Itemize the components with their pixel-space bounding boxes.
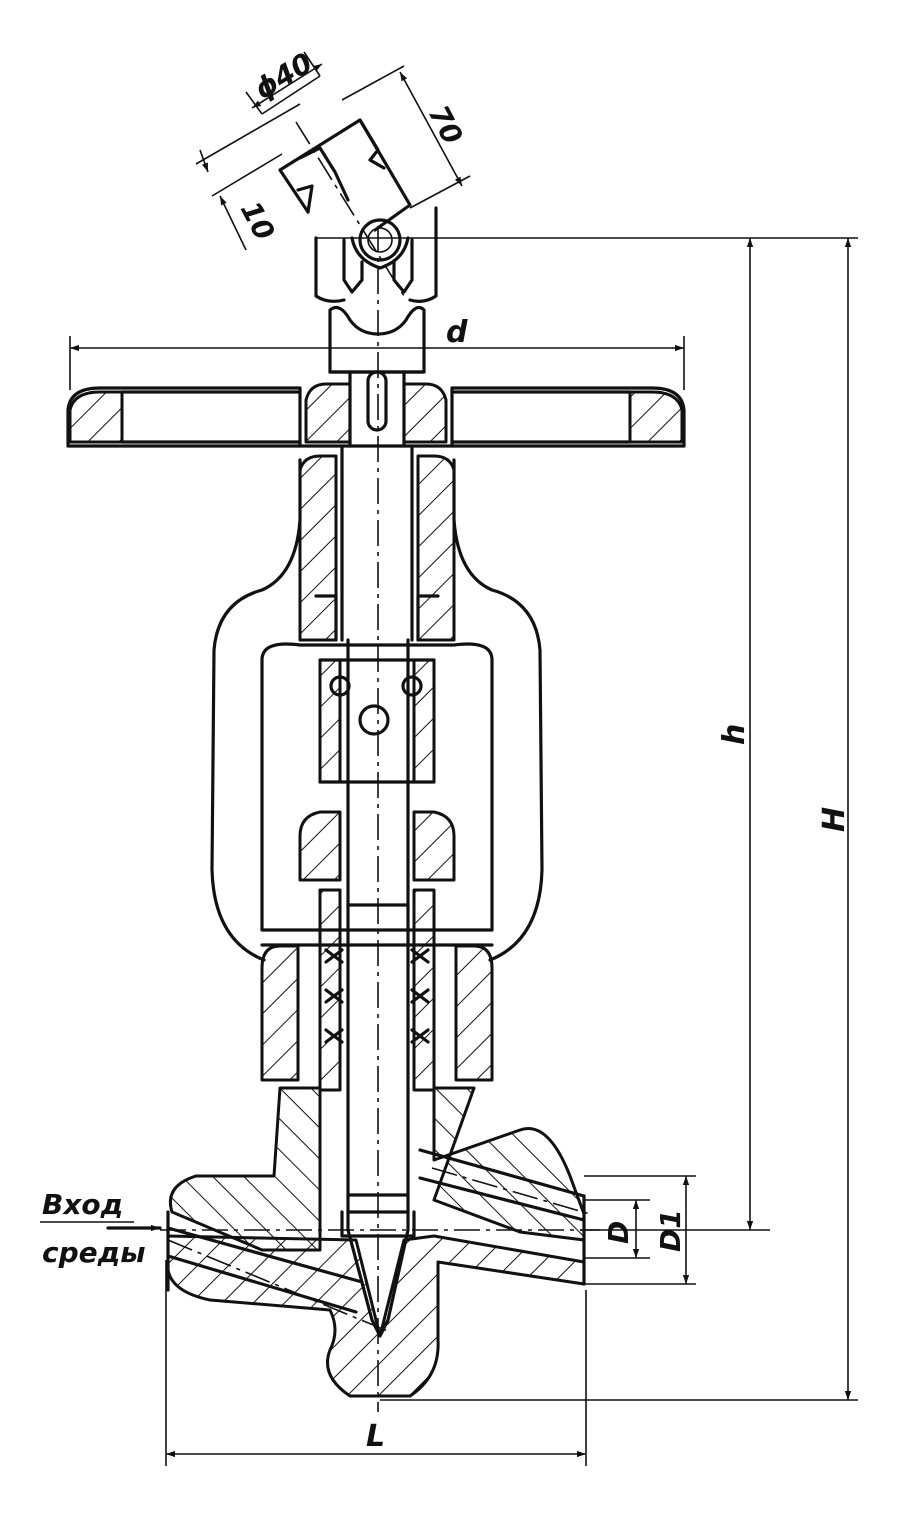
dim-d-label: d xyxy=(446,315,468,350)
dim-H-label: H xyxy=(817,807,852,832)
dim-L-label: L xyxy=(366,1419,385,1454)
handwheel xyxy=(66,382,686,448)
dim-phi40-label: ϕ40 xyxy=(249,46,319,106)
stem-top xyxy=(278,118,438,448)
dim-h-label: h xyxy=(717,724,752,745)
dim-D-label: D xyxy=(602,1221,635,1244)
stuffing-box xyxy=(260,888,494,1092)
centre-lines xyxy=(160,121,600,1412)
valve-body xyxy=(166,1086,586,1398)
dimension-lines xyxy=(40,51,858,1466)
bonnet xyxy=(210,454,544,962)
inlet-label-line2: среды xyxy=(42,1236,146,1269)
inlet-label-line1: Вход xyxy=(42,1188,123,1221)
dim-70-label: 70 xyxy=(422,100,469,150)
dim-D1-label: D1 xyxy=(654,1209,687,1252)
